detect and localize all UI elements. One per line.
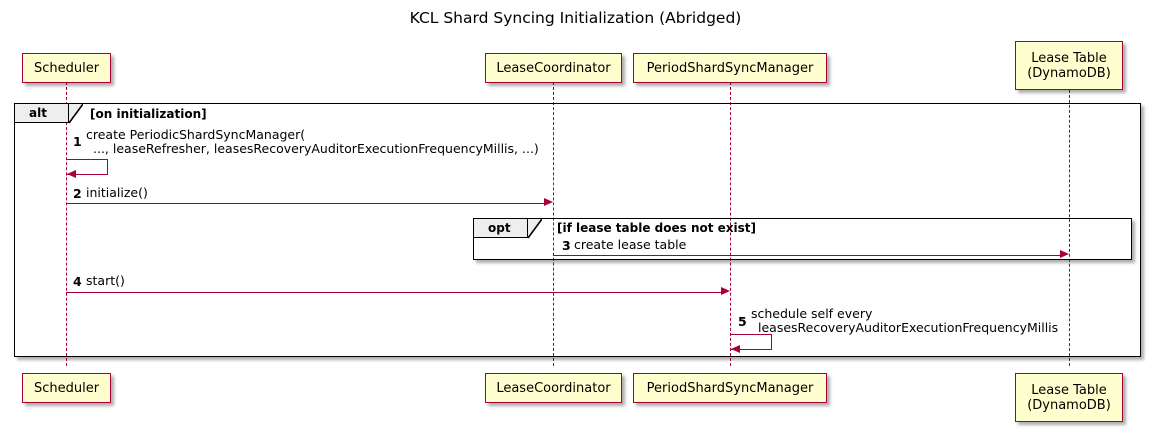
page-title: KCL Shard Syncing Initialization (Abridg…	[409, 9, 742, 27]
message-2-number: 2	[73, 186, 82, 201]
participant-leasetable-label-line2: (DynamoDB)	[1027, 65, 1111, 81]
lifeline-leasetable	[1069, 90, 1070, 366]
participant-syncmanager-label: PeriodShardSyncManager	[646, 60, 814, 76]
message-5-number: 5	[738, 314, 747, 329]
participant-scheduler-bottom[interactable]: Scheduler	[22, 373, 111, 403]
participant-leasetable-label-line1: Lease Table	[1031, 50, 1107, 66]
message-5-self-arrow	[730, 334, 772, 350]
opt-group-tab-corner	[528, 219, 542, 239]
participant-scheduler-label: Scheduler	[33, 60, 100, 76]
participant-scheduler-top[interactable]: Scheduler	[22, 53, 111, 83]
message-4-text: start()	[86, 273, 125, 288]
opt-group-frame	[473, 218, 1132, 260]
alt-group-tab: alt	[15, 104, 69, 123]
alt-group-tab-corner	[69, 104, 83, 124]
lifeline-syncmanager	[730, 82, 731, 366]
participant-leasetable-label-line2-bottom: (DynamoDB)	[1027, 397, 1111, 413]
message-2-arrowhead	[544, 198, 553, 206]
participant-leasetable-label-line1-bottom: Lease Table	[1031, 382, 1107, 398]
participant-coordinator-bottom[interactable]: LeaseCoordinator	[485, 373, 622, 403]
alt-group-condition: [on initialization]	[90, 107, 207, 121]
opt-group-keyword: opt	[488, 221, 511, 235]
message-3-text: create lease table	[574, 237, 687, 252]
message-5-text-line1: schedule self every	[751, 306, 873, 321]
message-3-number: 3	[562, 238, 571, 253]
opt-group-tab: opt	[474, 219, 528, 238]
participant-coordinator-label-bottom: LeaseCoordinator	[496, 380, 611, 396]
participant-leasetable-top[interactable]: Lease Table (DynamoDB)	[1015, 41, 1123, 90]
lifeline-scheduler	[66, 82, 67, 366]
participant-syncmanager-top[interactable]: PeriodShardSyncManager	[633, 53, 827, 83]
message-4-arrowhead	[721, 287, 730, 295]
message-1-arrowhead	[67, 170, 76, 178]
message-1-text-line1: create PeriodicShardSyncManager(	[86, 127, 306, 142]
lifeline-coordinator	[553, 82, 554, 366]
message-1-number: 1	[73, 134, 82, 149]
participant-syncmanager-label-bottom: PeriodShardSyncManager	[646, 380, 814, 396]
participant-scheduler-label-bottom: Scheduler	[33, 380, 100, 396]
message-5-text-line2: leasesRecoveryAuditorExecutionFrequencyM…	[758, 320, 1059, 335]
message-1-text-line2: ..., leaseRefresher, leasesRecoveryAudit…	[93, 141, 539, 156]
alt-group-keyword: alt	[29, 106, 47, 120]
message-2-line	[66, 203, 544, 204]
participant-coordinator-top[interactable]: LeaseCoordinator	[485, 53, 622, 83]
participant-syncmanager-bottom[interactable]: PeriodShardSyncManager	[633, 373, 827, 403]
message-4-number: 4	[73, 274, 82, 289]
message-4-line	[66, 292, 721, 293]
message-5-arrowhead	[731, 345, 740, 353]
opt-group-condition: [if lease table does not exist]	[557, 221, 757, 235]
message-1-self-arrow	[66, 159, 108, 175]
alt-group-frame	[14, 103, 1141, 357]
message-3-arrowhead	[1060, 250, 1069, 258]
participant-leasetable-bottom[interactable]: Lease Table (DynamoDB)	[1015, 373, 1123, 422]
participant-coordinator-label: LeaseCoordinator	[496, 60, 611, 76]
message-3-line	[553, 255, 1060, 256]
message-2-text: initialize()	[86, 185, 148, 200]
